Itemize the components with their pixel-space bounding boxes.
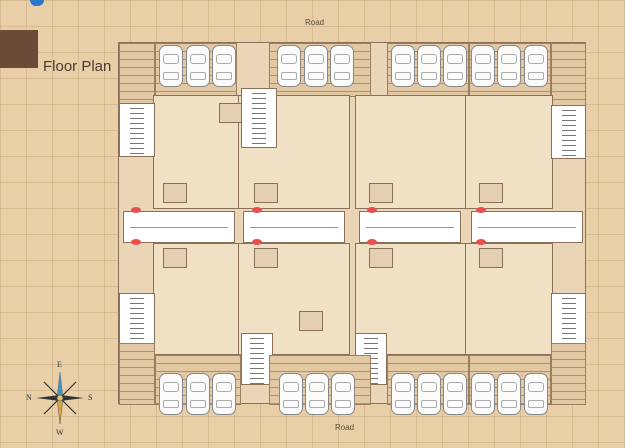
car-icon — [497, 373, 521, 415]
door-marker-icon — [131, 239, 141, 245]
door-marker-icon — [476, 239, 486, 245]
staircase — [241, 88, 277, 148]
car-icon — [186, 373, 210, 415]
bed-icon — [369, 248, 393, 268]
parking-strip — [551, 43, 586, 117]
bed-icon — [254, 248, 278, 268]
car-icon — [443, 373, 467, 415]
car-icon — [212, 45, 236, 87]
door-marker-icon — [131, 207, 141, 213]
car-icon — [159, 45, 183, 87]
corridor — [243, 211, 345, 243]
car-icon — [391, 45, 415, 87]
parking-strip — [119, 343, 155, 405]
car-icon — [212, 373, 236, 415]
compass-rose: E N S W — [26, 360, 93, 437]
compass-east-label: E — [57, 360, 62, 369]
staircase — [119, 293, 155, 345]
car-icon — [497, 45, 521, 87]
bed-icon — [219, 103, 243, 123]
corridor — [471, 211, 583, 243]
car-icon — [279, 373, 303, 415]
staircase — [119, 103, 155, 157]
car-icon — [186, 45, 210, 87]
door-marker-icon — [252, 239, 262, 245]
door-marker-icon — [252, 207, 262, 213]
compass-north-label: N — [26, 393, 32, 402]
car-icon — [305, 373, 329, 415]
staircase — [551, 293, 586, 345]
bed-icon — [163, 248, 187, 268]
bed-icon — [479, 183, 503, 203]
corridor — [123, 211, 235, 243]
apartment-unit — [465, 95, 553, 209]
car-icon — [417, 373, 441, 415]
bed-icon — [299, 311, 323, 331]
car-icon — [471, 373, 495, 415]
staircase — [241, 333, 273, 385]
car-icon — [471, 45, 495, 87]
car-icon — [443, 45, 467, 87]
floor-plan — [118, 42, 586, 415]
door-marker-icon — [367, 207, 377, 213]
bed-icon — [254, 183, 278, 203]
compass-south-label: S — [88, 393, 93, 402]
parking-strip — [551, 343, 586, 405]
door-marker-icon — [476, 207, 486, 213]
bed-icon — [369, 183, 393, 203]
bed-icon — [479, 248, 503, 268]
page-title: Floor Plan — [43, 58, 112, 75]
car-icon — [330, 45, 354, 87]
car-icon — [159, 373, 183, 415]
car-icon — [277, 45, 301, 87]
car-icon — [331, 373, 355, 415]
compass-west-label: W — [56, 428, 64, 437]
site-badge-icon — [30, 0, 44, 6]
car-icon — [391, 373, 415, 415]
staircase — [551, 105, 586, 159]
compass-icon — [36, 371, 84, 425]
title-block — [0, 30, 38, 68]
car-icon — [524, 45, 548, 87]
road-label-bottom: Road — [335, 423, 355, 432]
road-label-top: Road — [305, 18, 325, 27]
car-icon — [304, 45, 328, 87]
door-marker-icon — [367, 239, 377, 245]
car-icon — [524, 373, 548, 415]
car-icon — [417, 45, 441, 87]
bed-icon — [163, 183, 187, 203]
corridor — [359, 211, 461, 243]
